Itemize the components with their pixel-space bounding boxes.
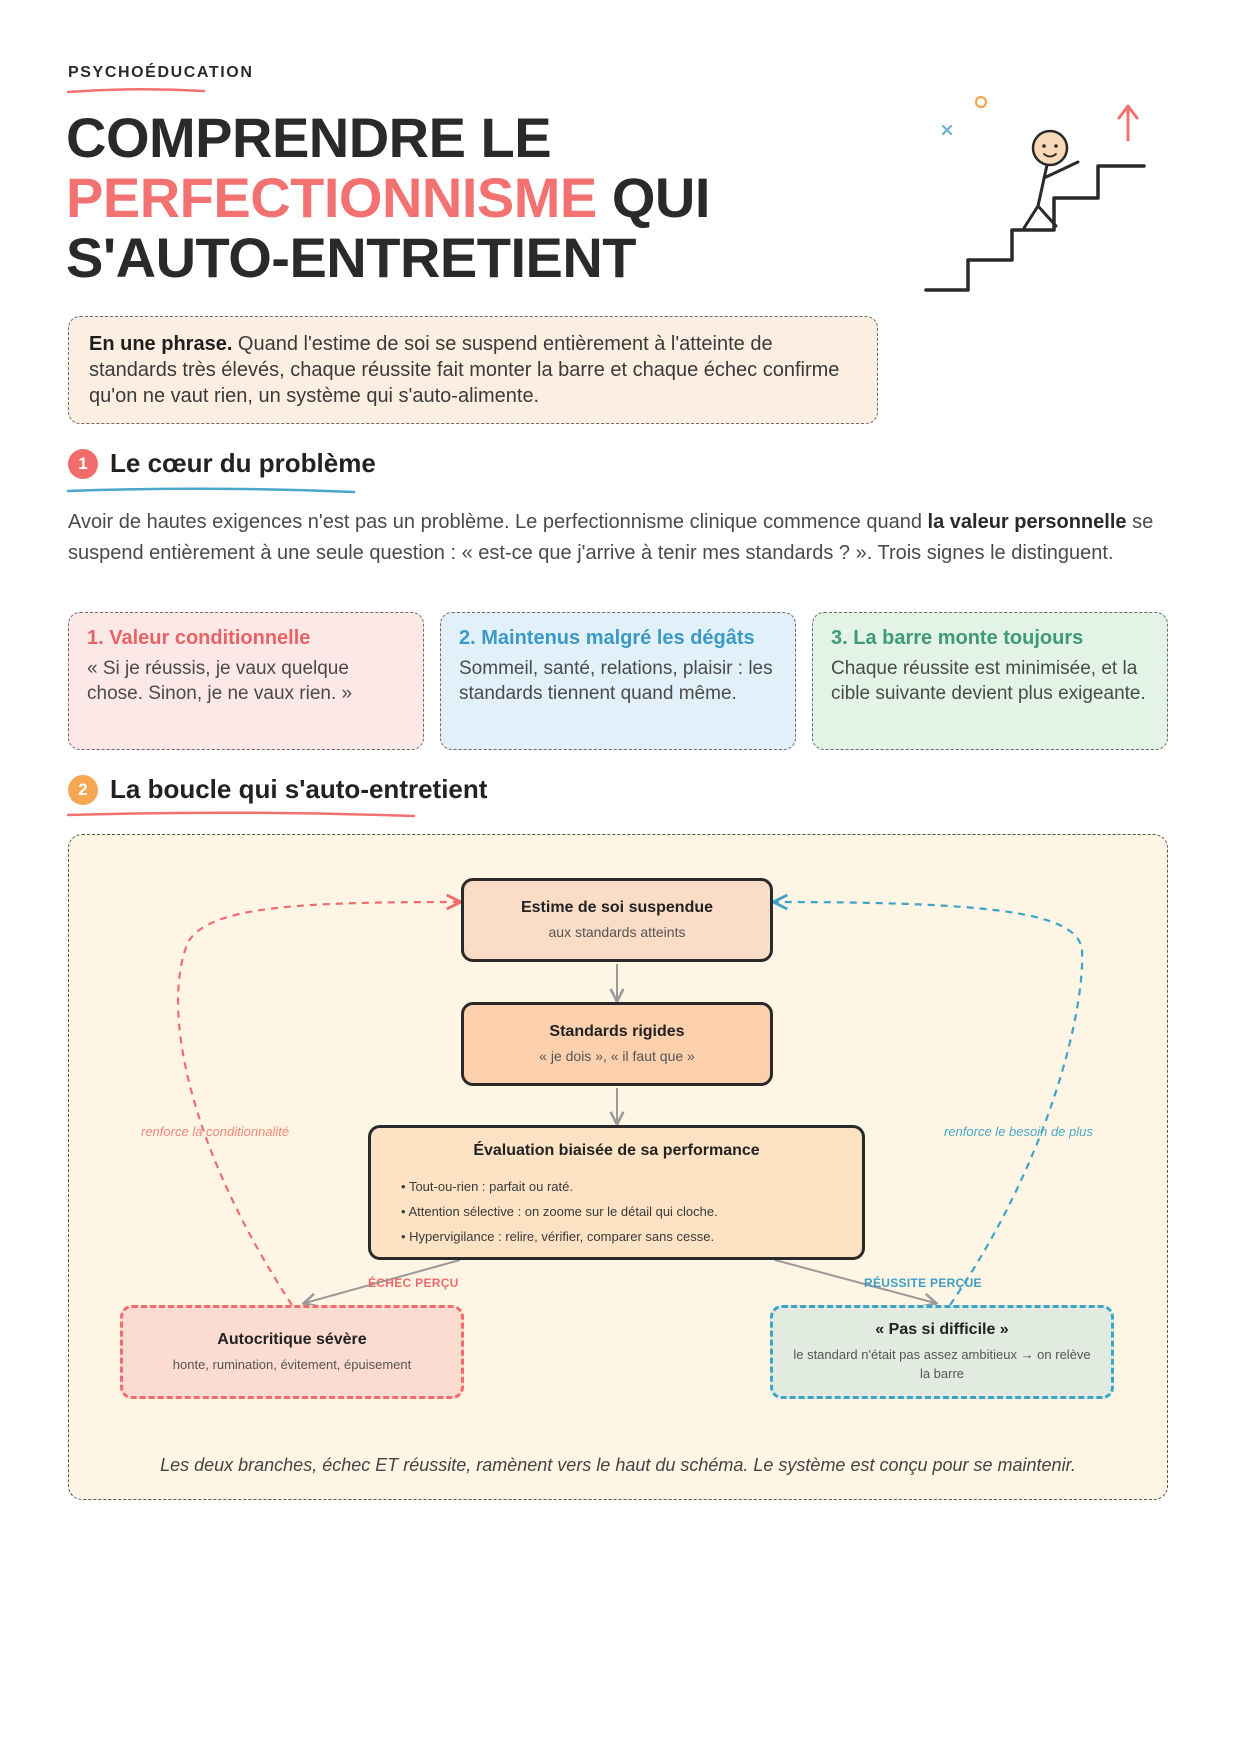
summary-box: En une phrase. Quand l'estime de soi se … [68, 316, 878, 424]
section-1-title: Le cœur du problème [110, 448, 376, 478]
success-branch-label: RÉUSSITE PERÇUE [864, 1276, 982, 1290]
evaluation-bullets: Tout-ou-rien : parfait ou raté. Attentio… [371, 1174, 718, 1249]
right-loop-label: renforce le besoin de plus [944, 1124, 1093, 1139]
diagram-caption: Les deux branches, échec ET réussite, ra… [160, 1455, 1076, 1475]
bullet-item: Tout-ou-rien : parfait ou raté. [401, 1174, 718, 1199]
sign-card-title: 2. Maintenus malgré les dégâts [459, 627, 755, 649]
node-self-esteem: Estime de soi suspendue aux standards at… [461, 878, 773, 962]
sign-card-title: 3. La barre monte toujours [831, 627, 1084, 649]
section-2-number: 2 [68, 774, 98, 805]
title-line-2-rest: QUI [596, 166, 711, 229]
sign-card-text: Chaque réussite est minimisée, et la cib… [831, 658, 1146, 704]
summary-lead: En une phrase. [89, 333, 233, 355]
page-title: COMPRENDRE LE PERFECTIONNISME QUI S'AUTO… [66, 108, 710, 288]
node-biased-evaluation: Évaluation biaisée de sa performance Tou… [368, 1125, 865, 1260]
node-subtitle: honte, rumination, évitement, épuisement [172, 1356, 412, 1372]
sign-card-title: 1. Valeur conditionnelle [87, 627, 311, 649]
sign-card-2: 2. Maintenus malgré les dégâts Sommeil, … [440, 612, 796, 750]
node-harsh-self-criticism: Autocritique sévère honte, rumination, é… [120, 1305, 464, 1399]
section-2-heading: 2 La boucle qui s'auto-entretient [68, 774, 487, 805]
stairs-climber-icon [924, 95, 1146, 292]
node-rigid-standards: Standards rigides « je dois », « il faut… [461, 1002, 773, 1086]
sign-card-1: 1. Valeur conditionnelle « Si je réussis… [68, 612, 424, 750]
node-title: « Pas si difficile » [875, 1321, 1009, 1338]
section-1-number: 1 [68, 448, 98, 479]
title-accent: PERFECTIONNISME [66, 166, 597, 229]
node-subtitle: le standard n'était pas assez ambitieux … [793, 1347, 1091, 1381]
sign-card-text: Sommeil, santé, relations, plaisir : les… [459, 658, 773, 704]
summary-text: Quand l'estime de soi se suspend entière… [89, 333, 840, 407]
section-1-heading: 1 Le cœur du problème [68, 448, 376, 479]
intro-part-b: se suspend entièrement à une seule quest… [68, 511, 1154, 564]
fail-branch-label: ÉCHEC PERÇU [368, 1276, 459, 1290]
loop-fail-to-top [176, 902, 459, 1306]
intro-bold: la valeur personnelle [927, 511, 1127, 533]
section-2-title: La boucle qui s'auto-entretient [110, 774, 488, 804]
node-title: Autocritique sévère [217, 1330, 367, 1348]
intro-part-a: Avoir de hautes exigences n'est pas un p… [68, 511, 928, 533]
sign-card-text: « Si je réussis, je vaux quelque chose. … [87, 658, 353, 704]
arrow-eval-to-fail [305, 1259, 461, 1303]
node-title: Évaluation biaisée de sa performance [473, 1142, 760, 1159]
section-1-intro: Avoir de hautes exigences n'est pas un p… [68, 507, 1168, 569]
arrow-eval-to-success [774, 1259, 935, 1303]
node-not-so-hard: « Pas si difficile » le standard n'était… [770, 1305, 1114, 1399]
sign-card-3: 3. La barre monte toujours Chaque réussi… [812, 612, 1168, 750]
node-title: Standards rigides [549, 1023, 685, 1040]
section-2-underline [66, 811, 416, 818]
node-title: Estime de soi suspendue [520, 899, 714, 916]
node-subtitle: aux standards atteints [548, 924, 686, 940]
loop-success-to-top [775, 902, 1084, 1306]
node-subtitle: « je dois », « il faut que » [539, 1048, 695, 1064]
title-line-1: COMPRENDRE LE [66, 106, 552, 169]
kicker: PSYCHOÉDUCATION [68, 64, 254, 81]
section-1-underline [66, 487, 356, 494]
bullet-item: Attention sélective : on zoome sur le dé… [401, 1199, 717, 1224]
left-loop-label: renforce la conditionnalité [141, 1124, 290, 1139]
kicker-underline [66, 87, 206, 94]
title-line-3: S'AUTO-ENTRETIENT [66, 226, 637, 289]
bullet-item: Hypervigilance : relire, vérifier, compa… [401, 1224, 718, 1249]
